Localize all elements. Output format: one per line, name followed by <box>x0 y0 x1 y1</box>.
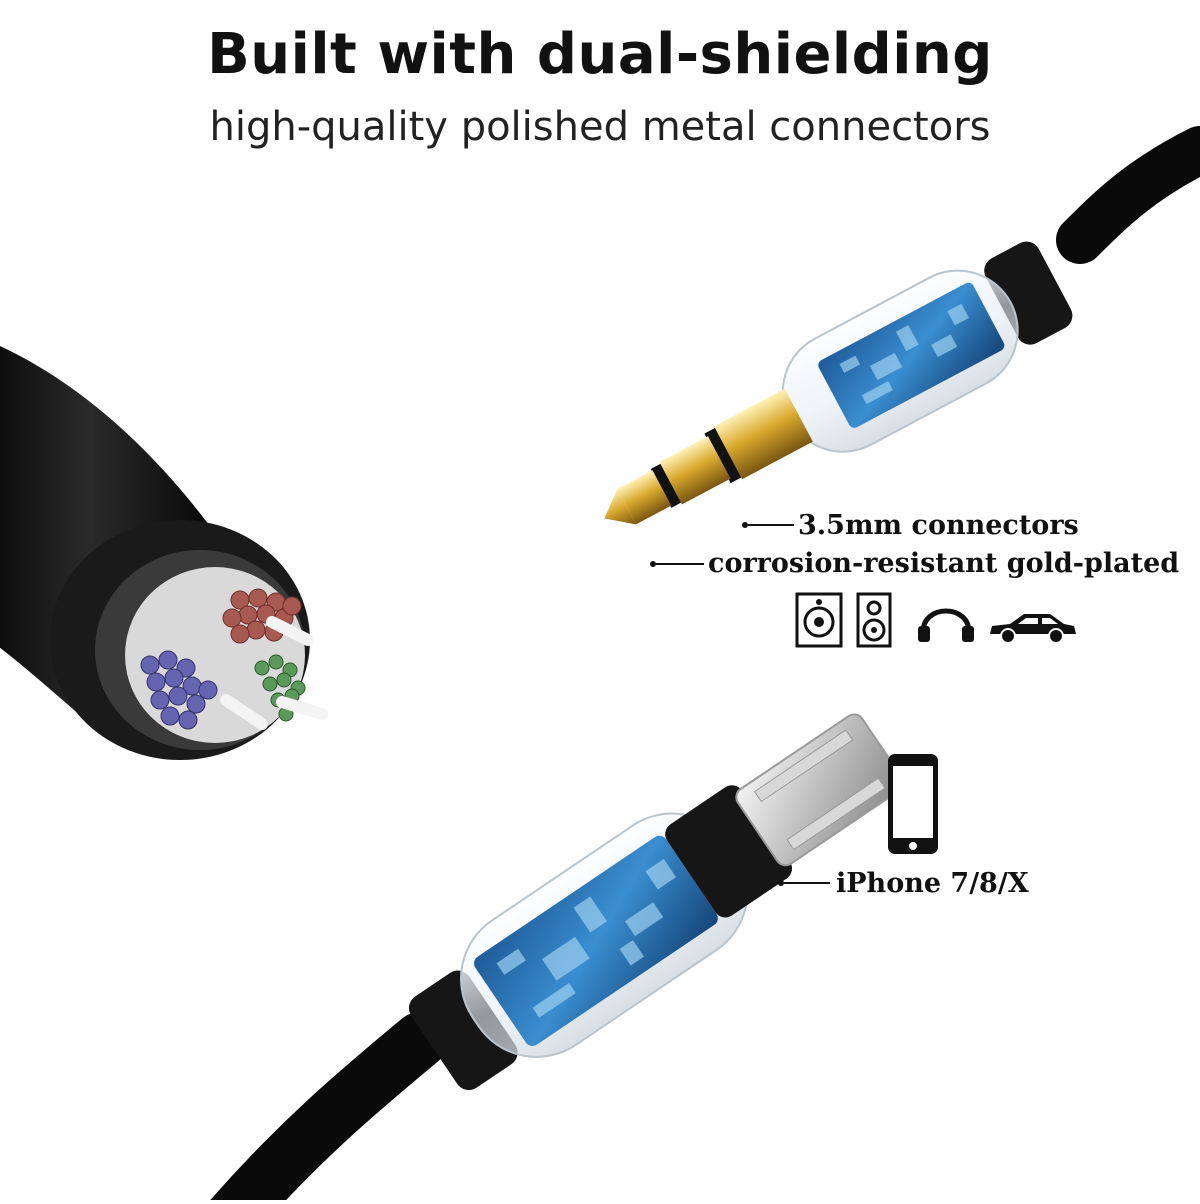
callout-dot-jack-plating <box>650 561 656 567</box>
headphones-icon <box>918 608 974 642</box>
lightning-plug <box>207 713 905 1204</box>
callout-phone-models: iPhone 7/8/X <box>836 868 1029 899</box>
headline-subtitle: high-quality polished metal connectors <box>209 104 991 150</box>
callout-dot-phone <box>778 880 784 886</box>
loudspeaker-icon <box>856 592 892 648</box>
speaker-icon <box>795 592 843 648</box>
headline-title: Built with dual-shielding <box>207 22 993 87</box>
callout-line-jack-plating <box>656 563 704 565</box>
smartphone-icon <box>888 754 938 854</box>
callout-jack-plating: corrosion-resistant gold-plated <box>708 548 1180 579</box>
aux-jack-plug <box>604 126 1200 525</box>
callout-dot-jack-size <box>742 522 748 528</box>
callout-line-jack-size <box>748 524 794 526</box>
cable-cross-section <box>0 346 328 760</box>
callout-jack-size: 3.5mm connectors <box>798 510 1079 541</box>
car-icon <box>990 614 1076 644</box>
callout-line-phone <box>784 882 830 884</box>
